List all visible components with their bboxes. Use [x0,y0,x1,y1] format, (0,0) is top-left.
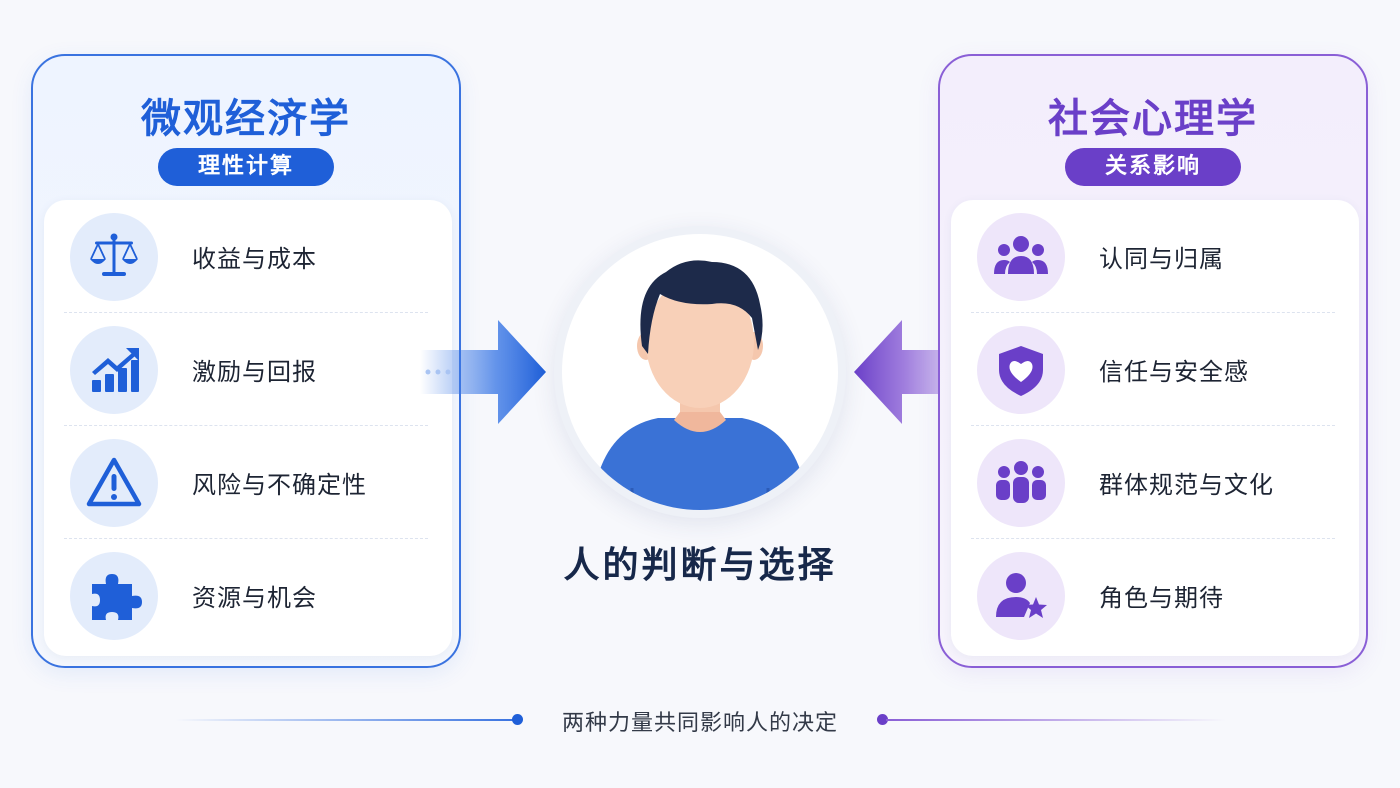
item-label: 信任与安全感 [1099,358,1249,386]
item-label: 认同与归属 [1099,245,1224,273]
social-psychology-panel: 社会心理学 关系影响 认同与归属 [938,54,1368,668]
people-group-icon [977,212,1065,301]
user-star-icon [977,551,1065,640]
puzzle-icon [70,551,158,640]
list-item: 风险与不确定性 [44,426,452,539]
footer-dot-right [877,714,888,725]
list-item: 激励与回报 [44,313,452,426]
item-label: 资源与机会 [192,584,317,612]
panel-title: 微观经济学 [141,96,351,142]
footer-dot-left [512,714,523,725]
growth-chart-icon [70,325,158,414]
scales-icon [70,212,158,301]
list-item: 收益与成本 [44,200,452,313]
arrow-right-icon [420,320,546,424]
footer-divider-left [175,719,515,721]
list-item: 信任与安全感 [951,313,1359,426]
footer-caption: 两种力量共同影响人的决定 [561,711,838,736]
list-item: 角色与期待 [951,539,1359,652]
item-label: 风险与不确定性 [192,471,367,499]
shield-heart-icon [977,325,1065,414]
panel-title: 社会心理学 [1048,96,1258,142]
crowd-icon [977,438,1065,527]
panel-subtitle-badge: 理性计算 [157,148,335,186]
footer-divider-right [886,719,1226,721]
warning-icon [70,438,158,527]
item-label: 角色与期待 [1099,584,1224,612]
micro-economics-panel: 微观经济学 理性计算 [31,54,461,668]
list-item: 认同与归属 [951,200,1359,313]
item-label: 激励与回报 [192,358,317,386]
panel-subtitle-badge: 关系影响 [1064,148,1242,186]
center-title: 人的判断与选择 [563,545,837,586]
item-list: 认同与归属 信任与安全感 [951,200,1359,656]
list-item: 群体规范与文化 [951,426,1359,539]
list-item: 资源与机会 [44,539,452,652]
item-list: 收益与成本 激励与回报 [44,200,452,656]
person-avatar-icon [554,226,846,518]
item-label: 收益与成本 [192,245,317,273]
item-label: 群体规范与文化 [1099,471,1274,499]
